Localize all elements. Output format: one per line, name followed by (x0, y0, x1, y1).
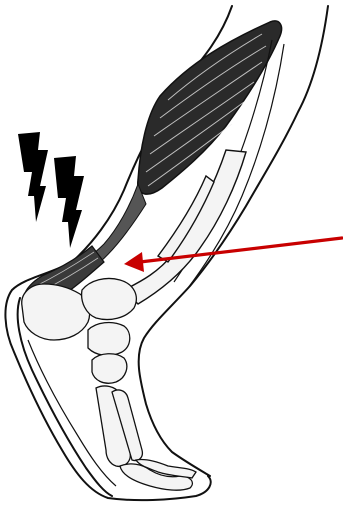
pain-bolt-icon (54, 156, 84, 248)
calcaneus (22, 284, 90, 340)
talus (82, 278, 137, 319)
pointer-arrow-icon (124, 238, 342, 272)
pain-bolt-icon (18, 132, 48, 222)
